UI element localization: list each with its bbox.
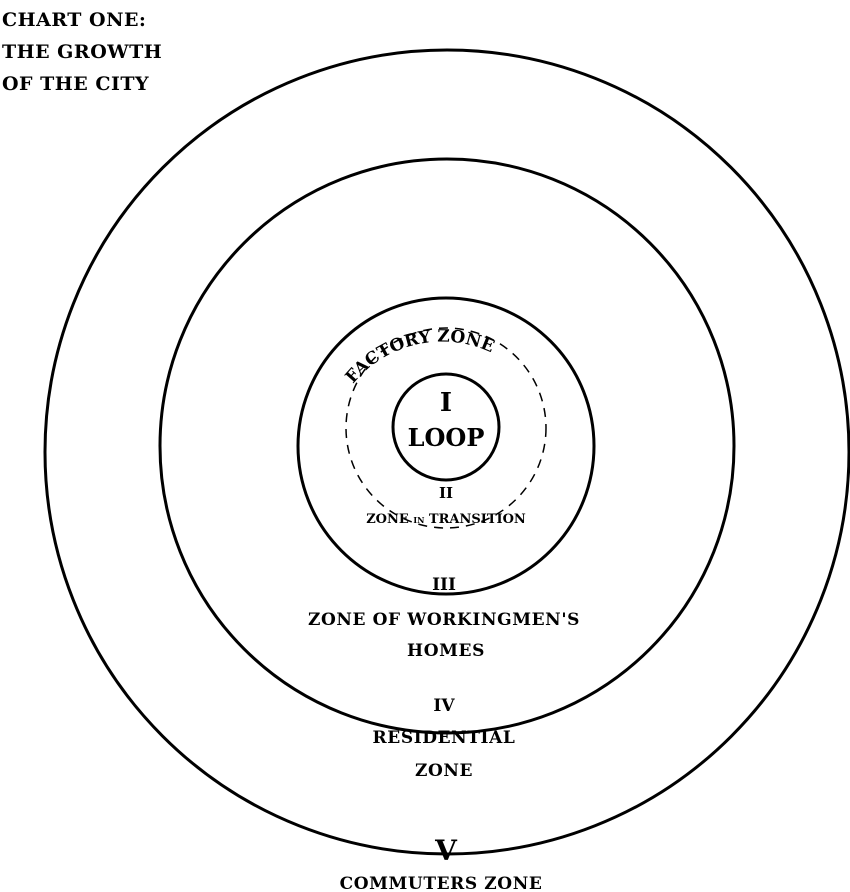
transition-label-part1: ZONE [366,512,409,527]
residential-label-line2: ZONE [415,761,473,781]
workingmen-label-line1: ZONE OF WORKINGMEN'S [308,610,580,630]
factory-zone-label-path: FACTORY ZONE [342,327,498,388]
transition-label-small: IN [413,515,424,525]
ring-workingmens-homes [296,296,596,596]
chart-title: CHART ONE: THE GROWTH OF THE CITY [2,4,162,100]
transition-label-part2: TRANSITION [429,512,526,527]
residential-label-line1: RESIDENTIAL [373,728,516,748]
workingmen-label-line2: HOMES [407,641,485,661]
factory-zone-label: FACTORY ZONE [342,327,498,388]
loop-label: LOOP [408,423,485,452]
ring-loop [391,372,501,482]
loop-numeral: I [440,388,452,418]
commuters-numeral: V [434,834,458,867]
ring-factory-zone [345,327,547,529]
workingmen-numeral: III [432,575,456,595]
commuters-label: COMMUTERS ZONE [340,874,543,892]
title-line-1: CHART ONE: [2,9,147,31]
ring-residential-zone [158,157,736,735]
ring-commuters-zone [43,48,850,856]
residential-numeral: IV [433,696,455,716]
title-line-2: THE GROWTH [2,41,163,63]
transition-numeral: II [439,484,453,502]
title-line-3: OF THE CITY [2,73,150,95]
transition-label: ZONE IN TRANSITION [366,512,526,527]
